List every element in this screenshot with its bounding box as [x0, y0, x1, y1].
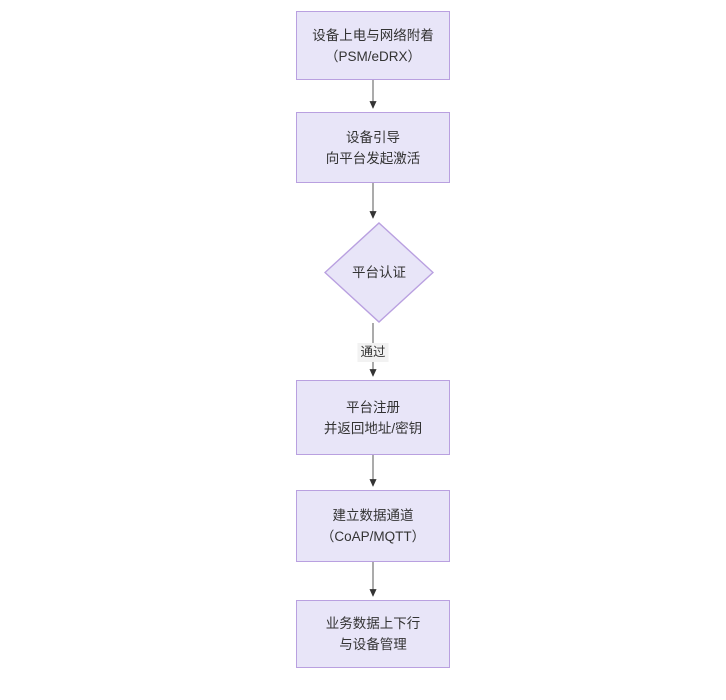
diamond-shape-icon [324, 222, 434, 323]
node-power-on-line2: （PSM/eDRX） [324, 48, 422, 64]
node-power-on[interactable]: 设备上电与网络附着 （PSM/eDRX） [296, 11, 450, 80]
node-data-channel-line1: 建立数据通道 [332, 508, 414, 523]
node-platform-register-line1: 平台注册 [346, 399, 400, 415]
node-bootstrap-line1: 设备引导 [346, 129, 400, 145]
node-business-data-line1: 业务数据上下行 [325, 616, 421, 631]
node-business-data-line2: 与设备管理 [339, 637, 407, 652]
node-power-on-line1: 设备上电与网络附着 [312, 27, 434, 43]
node-platform-auth-label: 平台认证 [352, 265, 406, 280]
node-platform-register[interactable]: 平台注册 并返回地址/密钥 [296, 380, 450, 455]
node-data-channel[interactable]: 建立数据通道 （CoAP/MQTT） [296, 490, 450, 562]
node-platform-register-line2: 并返回地址/密钥 [323, 420, 423, 436]
node-data-channel-line2: （CoAP/MQTT） [320, 529, 426, 544]
node-bootstrap[interactable]: 设备引导 向平台发起激活 [296, 112, 450, 183]
node-business-data[interactable]: 业务数据上下行 与设备管理 [296, 600, 450, 668]
edge-label-pass: 通过 [357, 343, 389, 362]
node-bootstrap-line2: 向平台发起激活 [325, 150, 421, 166]
node-platform-auth[interactable]: 平台认证 [324, 222, 434, 323]
